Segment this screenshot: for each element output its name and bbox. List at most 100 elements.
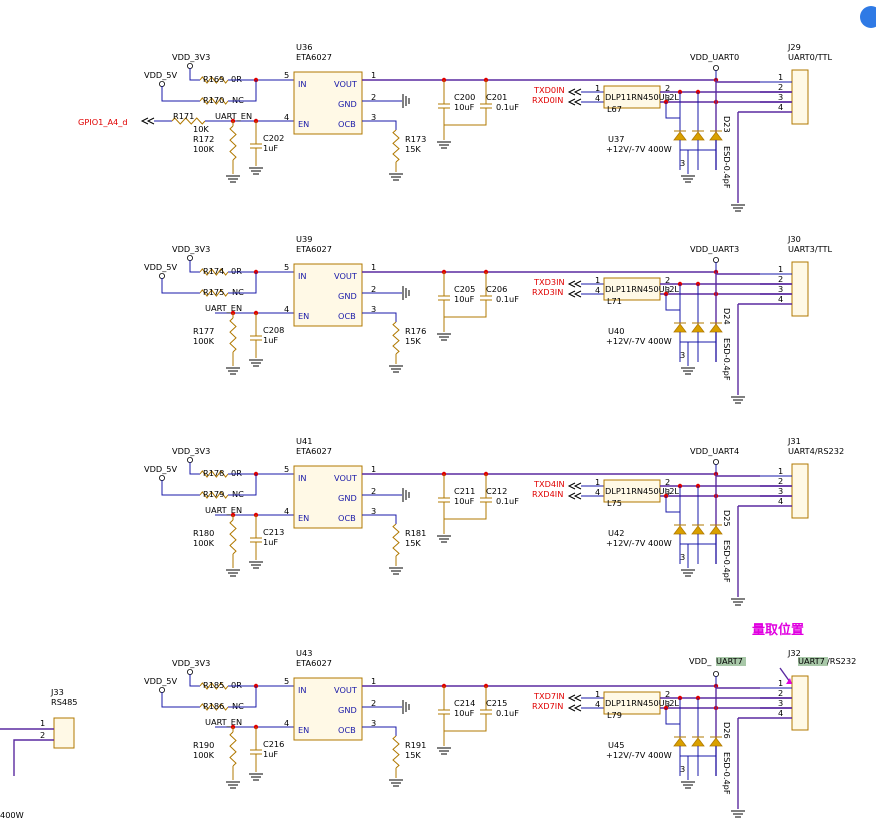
pin-3-num: 3 [371,304,376,314]
connector-pin-1: 1 [778,678,783,688]
resistor-icon [199,470,229,478]
choke-pin-4: 4 [595,285,600,295]
arrow-icon [567,492,576,500]
wire [161,692,200,708]
pin-2-num: 2 [371,284,376,294]
ic-ref: U36 [296,42,312,52]
vdd-uart-label: VDD_UART4 [690,446,739,456]
capacitor-icon [480,295,492,301]
power-port-icon [713,458,720,465]
ref-r-nc: R179 [203,489,224,499]
connector-pin-4: 4 [778,294,783,304]
resistor-icon [392,523,400,557]
power-port-icon [158,81,165,88]
resistor-icon [392,129,400,163]
power-port-icon [713,256,720,263]
connector-body [791,675,809,731]
ic-part: ETA6027 [296,244,332,254]
ic-ref: U39 [296,234,312,244]
choke-pin-2: 2 [665,689,670,699]
pin-4-num: 4 [284,304,289,314]
ground-symbol [437,747,451,755]
tvs-ref: U42 [608,528,624,538]
tvs-ref: U45 [608,740,624,750]
pin-3-num: 3 [371,506,376,516]
ref-c2: C206 [486,284,507,294]
gpio-net-label: GPIO1_A4_d [78,117,128,127]
connector-pin-3: 3 [778,486,783,496]
choke-ref: L75 [607,498,622,508]
ref-r-gpio: R171 [173,111,194,121]
ref-r-ocb: R176 [405,326,426,336]
vdd-5v-label: VDD_5V [144,676,178,686]
choke-pin-4: 4 [595,93,600,103]
common-mode-choke [603,277,661,301]
vdd-uart-label: VDD_UART3 [690,244,739,254]
arrow-icon [573,98,582,106]
ref-c-en: C208 [263,325,284,335]
resistor-icon [199,268,229,276]
pin-in-label: IN [298,79,307,89]
arrow-icon [567,694,576,702]
val-r-nc: NC [232,287,244,297]
annotation-arrow-icon [779,667,791,683]
arrow-icon [567,280,576,288]
connector-ref: J29 [787,42,801,52]
capacitor-icon [438,103,450,109]
arrow-icon [567,98,576,106]
rs485-pin-2: 2 [40,730,45,740]
connector-desc: UART3/TTL [788,244,833,254]
pin-gnd-label: GND [338,493,357,503]
wire [228,272,257,294]
resistor-icon [199,682,229,690]
connector-pin-2: 2 [778,688,783,698]
arrow-icon [567,704,576,712]
val-r-ocb: 15K [405,538,421,548]
wire [228,686,257,708]
val-c-en: 1uF [263,749,278,759]
ground-symbol [437,333,451,341]
pin-gnd-label: GND [338,99,357,109]
pin-in-label: IN [298,685,307,695]
esd-ref: D26 [722,722,732,739]
val-c1: 10uF [454,708,475,718]
vdd-5v-label: VDD_5V [144,262,178,272]
pin-5-num: 5 [284,464,289,474]
ref-r-nc: R175 [203,287,224,297]
rs485-bottom-text: 400W [0,810,24,820]
tvs-diode-icon [691,323,705,333]
tvs-diode-icon [709,737,723,747]
val-r-ocb: 15K [405,750,421,760]
vdd-3v3-label: VDD_3V3 [172,658,210,668]
ground-symbol [226,781,240,789]
power-port-icon [186,669,193,676]
val-r-nc: NC [232,489,244,499]
arrow-icon [573,694,582,702]
power-port-icon [186,456,193,463]
floating-action-icon[interactable] [860,6,876,28]
pin-in-label: IN [298,271,307,281]
annotation-arrow-head [786,678,792,684]
ic-body [293,71,363,135]
connector-pin-3: 3 [778,698,783,708]
pin-1-num: 1 [371,262,376,272]
ground-symbol [249,359,263,367]
val-r-top: 0R [231,266,242,276]
choke-pin-2: 2 [665,477,670,487]
rs485-ref: J33 [50,687,64,697]
choke-pin-3: 3 [665,699,670,709]
pin-4-num: 4 [284,506,289,516]
ic-body [293,677,363,741]
wire [189,68,200,81]
pin-vout-label: VOUT [334,685,358,695]
wire [362,514,397,524]
vdd-uart-highlight: UART7 [716,656,743,666]
wire [362,120,397,130]
arrow-icon [573,290,582,298]
wire [362,726,397,736]
val-c1: 10uF [454,496,475,506]
connector-pin-1: 1 [778,466,783,476]
choke-pin-4: 4 [595,487,600,497]
ground-symbol [249,167,263,175]
